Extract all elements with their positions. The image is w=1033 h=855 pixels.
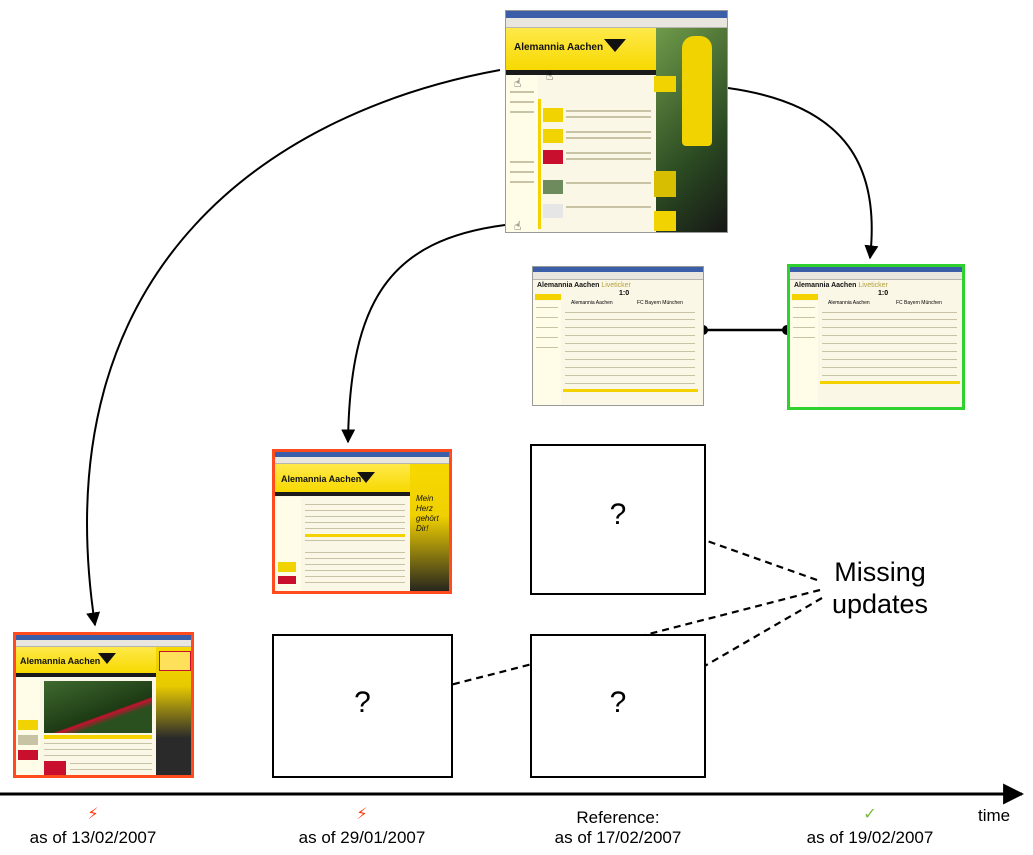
check-icon: ✓ (863, 806, 877, 823)
ref-team-home: Alemannia Aachen (571, 300, 613, 306)
missing-updates-label: Missing updates (831, 557, 929, 619)
outdated-marker-icon: ⚡ (87, 806, 99, 823)
screenshot-19feb: Alemannia Aachen Liveticker 1:0 Alemanni… (787, 264, 965, 410)
feb19-brand-title: Alemannia Aachen Liveticker (794, 282, 888, 289)
feb19-brand: Alemannia Aachen (794, 282, 857, 289)
jan29-brand-title: Alemannia Aachen (281, 474, 362, 484)
missing-snapshot-ref-row3: ? (530, 634, 706, 778)
feb19-team-home: Alemannia Aachen (828, 300, 870, 306)
arrow-main-to-29jan (341, 224, 506, 444)
arrow-main-to-19feb (727, 87, 879, 260)
ref-brand-suffix: Liveticker (601, 282, 631, 289)
feb19-brand-suffix: Liveticker (858, 282, 888, 289)
equivalence-link (698, 325, 792, 335)
date-label-13feb: as of 13/02/2007 (29, 828, 157, 847)
hand-cursor-icon: ☝ (514, 76, 522, 90)
ref-brand: Alemannia Aachen (537, 282, 600, 289)
feb19-score: 1:0 (878, 290, 889, 297)
feb13-brand-title: Alemannia Aachen (20, 656, 101, 666)
screenshot-reference: Alemannia Aachen Liveticker 1:0 Alemanni… (532, 266, 704, 406)
hand-cursor-icon: ☝ (514, 219, 522, 233)
date-label-29jan: as of 29/01/2007 (298, 828, 426, 847)
screenshot-13feb: Alemannia Aachen (13, 632, 194, 778)
ref-brand-title: Alemannia Aachen Liveticker (537, 282, 631, 289)
question-mark: ? (354, 686, 371, 719)
ref-team-away: FC Bayern München (637, 300, 683, 306)
question-mark: ? (609, 498, 627, 531)
reference-prefix: Reference: (576, 808, 660, 827)
arrow-main-to-13feb (86, 69, 501, 627)
missing-snapshot-ref-row2: ? (530, 444, 706, 595)
missing-snapshot-29jan-row3: ? (272, 634, 453, 778)
axis-label-time: time (978, 806, 1011, 825)
screenshot-main: Alemannia Aachen ☝ ☝ ☝ (505, 10, 728, 233)
screenshot-29jan: Alemannia Aachen Mein Herz gehört Dir! (272, 449, 452, 594)
feb19-team-away: FC Bayern München (896, 300, 942, 306)
date-label-19feb: as of 19/02/2007 (806, 828, 934, 847)
date-label-17feb: as of 17/02/2007 (554, 828, 682, 847)
jan29-banner: Mein Herz gehört Dir! (416, 494, 439, 533)
main-brand-title: Alemannia Aachen (514, 42, 604, 53)
question-mark: ? (609, 686, 627, 719)
ref-score: 1:0 (619, 290, 630, 297)
hand-cursor-icon: ☝ (546, 69, 554, 83)
outdated-marker-icon: ⚡ (356, 806, 368, 823)
